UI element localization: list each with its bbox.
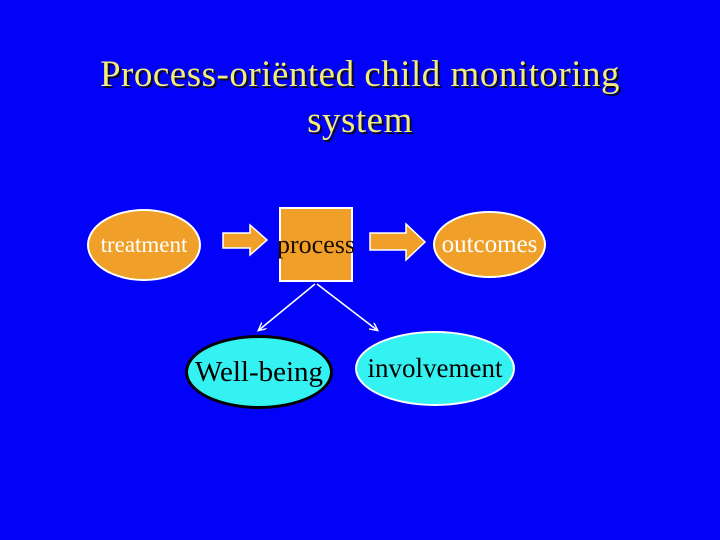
- arrow-down-left-line: [259, 283, 316, 330]
- node-wellbeing: Well-being: [185, 335, 333, 409]
- arrow-right-icon: [222, 223, 269, 257]
- node-wellbeing-label: Well-being: [194, 355, 324, 388]
- node-involvement: involvement: [355, 331, 515, 406]
- slide-title-line2: system: [307, 100, 413, 141]
- arrow-right-icon: [369, 222, 427, 262]
- node-involvement-label: involvement: [367, 353, 503, 383]
- node-process: process: [277, 207, 355, 282]
- slide-title-line1: Process-oriënted child monitoring: [99, 54, 620, 95]
- node-process-label: process: [277, 229, 355, 259]
- arrow-down-right-line: [316, 283, 377, 330]
- connector-arrows: [240, 283, 390, 338]
- node-treatment: treatment: [87, 209, 201, 281]
- slide-title: Process-oriënted child monitoring system: [0, 52, 720, 144]
- node-outcomes: outcomes: [433, 211, 546, 278]
- node-outcomes-label: outcomes: [441, 230, 538, 258]
- node-treatment-label: treatment: [100, 232, 188, 257]
